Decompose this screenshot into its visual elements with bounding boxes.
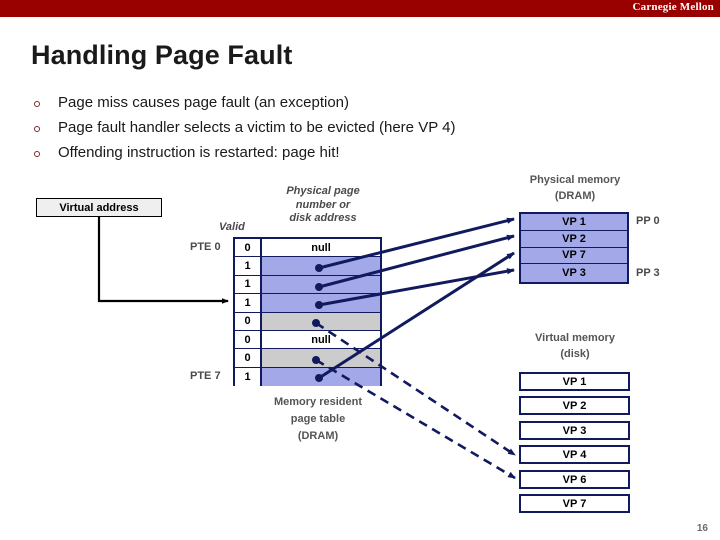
- pte-data: [262, 257, 380, 275]
- valid-bit: 1: [235, 294, 262, 312]
- disk-page-box: VP 1: [519, 372, 630, 391]
- bullet-circle-icon: [34, 126, 40, 132]
- disk-page-box: VP 2: [519, 396, 630, 415]
- disk-page-box: VP 7: [519, 494, 630, 513]
- pte-data: [262, 312, 380, 330]
- pp-first-label: PP 0: [636, 215, 660, 227]
- pte-data: null: [262, 239, 380, 257]
- ppn-header-line-2: number or: [295, 198, 351, 211]
- bullet-text: Page fault handler selects a victim to b…: [58, 119, 456, 136]
- valid-bit: 1: [235, 275, 262, 294]
- pte-data: [262, 349, 380, 367]
- disk-page-box: VP 4: [519, 445, 630, 464]
- physical-page-row: VP 2: [521, 230, 627, 248]
- ppn-header-line-1: Physical page: [286, 185, 360, 197]
- virtual-memory-caption-line-1: Virtual memory: [535, 332, 615, 344]
- list-item: Offending instruction is restarted: page…: [30, 144, 570, 169]
- virtual-address-box: Virtual address: [36, 198, 162, 217]
- pp-last-label: PP 3: [636, 267, 660, 279]
- valid-bit: 0: [235, 330, 262, 349]
- bullet-text: Offending instruction is restarted: page…: [58, 144, 340, 161]
- page-number: 16: [696, 523, 708, 534]
- disk-page-box: VP 6: [519, 470, 630, 489]
- pte-first-label: PTE 0: [190, 241, 221, 253]
- physical-memory-caption-line-2: (DRAM): [554, 190, 596, 202]
- physical-page-row: VP 3: [521, 264, 627, 281]
- table-row: 0 null: [235, 239, 380, 258]
- bullet-circle-icon: [34, 101, 40, 107]
- table-row: 1: [235, 294, 380, 313]
- page-table: 0 null 1 1 1 0 0 null 0 1: [233, 237, 382, 386]
- physical-page-row: VP 1: [521, 214, 627, 231]
- valid-bit: 0: [235, 349, 262, 367]
- page-table-caption: Memory resident page table (DRAM): [248, 394, 388, 445]
- virtual-address-connector: [97, 217, 229, 304]
- bullet-list: Page miss causes page fault (an exceptio…: [30, 94, 570, 169]
- page-table-caption-line-1: Memory resident: [273, 396, 363, 408]
- ppn-header-line-3: disk address: [289, 212, 357, 224]
- table-row: 0: [235, 312, 380, 331]
- ppn-column-header: Physical page number or disk address: [263, 185, 383, 226]
- pte-last-label: PTE 7: [190, 370, 221, 382]
- physical-memory-box: VP 1 VP 2 VP 7 VP 3: [519, 212, 629, 284]
- physical-memory-caption-line-1: Physical memory: [529, 174, 621, 186]
- valid-bit: 0: [235, 312, 262, 330]
- valid-bit: 1: [235, 367, 262, 386]
- physical-page-row: VP 7: [521, 247, 627, 265]
- page-table-caption-line-3: (DRAM): [297, 430, 339, 442]
- table-row: 1: [235, 367, 380, 386]
- valid-bit: 1: [235, 257, 262, 275]
- top-banner: [0, 0, 720, 17]
- page-table-caption-line-2: page table: [290, 413, 346, 425]
- pte-data: [262, 275, 380, 294]
- virtual-memory-caption: Virtual memory (disk): [500, 330, 650, 362]
- physical-memory-caption: Physical memory (DRAM): [500, 172, 650, 204]
- valid-column-header: Valid: [219, 221, 245, 233]
- bullet-text: Page miss causes page fault (an exceptio…: [58, 94, 349, 111]
- list-item: Page fault handler selects a victim to b…: [30, 119, 570, 144]
- pte-data: [262, 367, 380, 386]
- table-row: 0: [235, 349, 380, 368]
- page-title: Handling Page Fault: [31, 40, 293, 70]
- virtual-memory-caption-line-2: (disk): [560, 348, 590, 360]
- brand-label: Carnegie Mellon: [632, 1, 714, 13]
- valid-bit: 0: [235, 239, 262, 257]
- pte-data: [262, 294, 380, 312]
- bullet-circle-icon: [34, 151, 40, 157]
- table-row: 0 null: [235, 330, 380, 350]
- table-row: 1: [235, 275, 380, 295]
- list-item: Page miss causes page fault (an exceptio…: [30, 94, 570, 119]
- disk-page-box: VP 3: [519, 421, 630, 440]
- pte-data: null: [262, 330, 380, 349]
- table-row: 1: [235, 257, 380, 276]
